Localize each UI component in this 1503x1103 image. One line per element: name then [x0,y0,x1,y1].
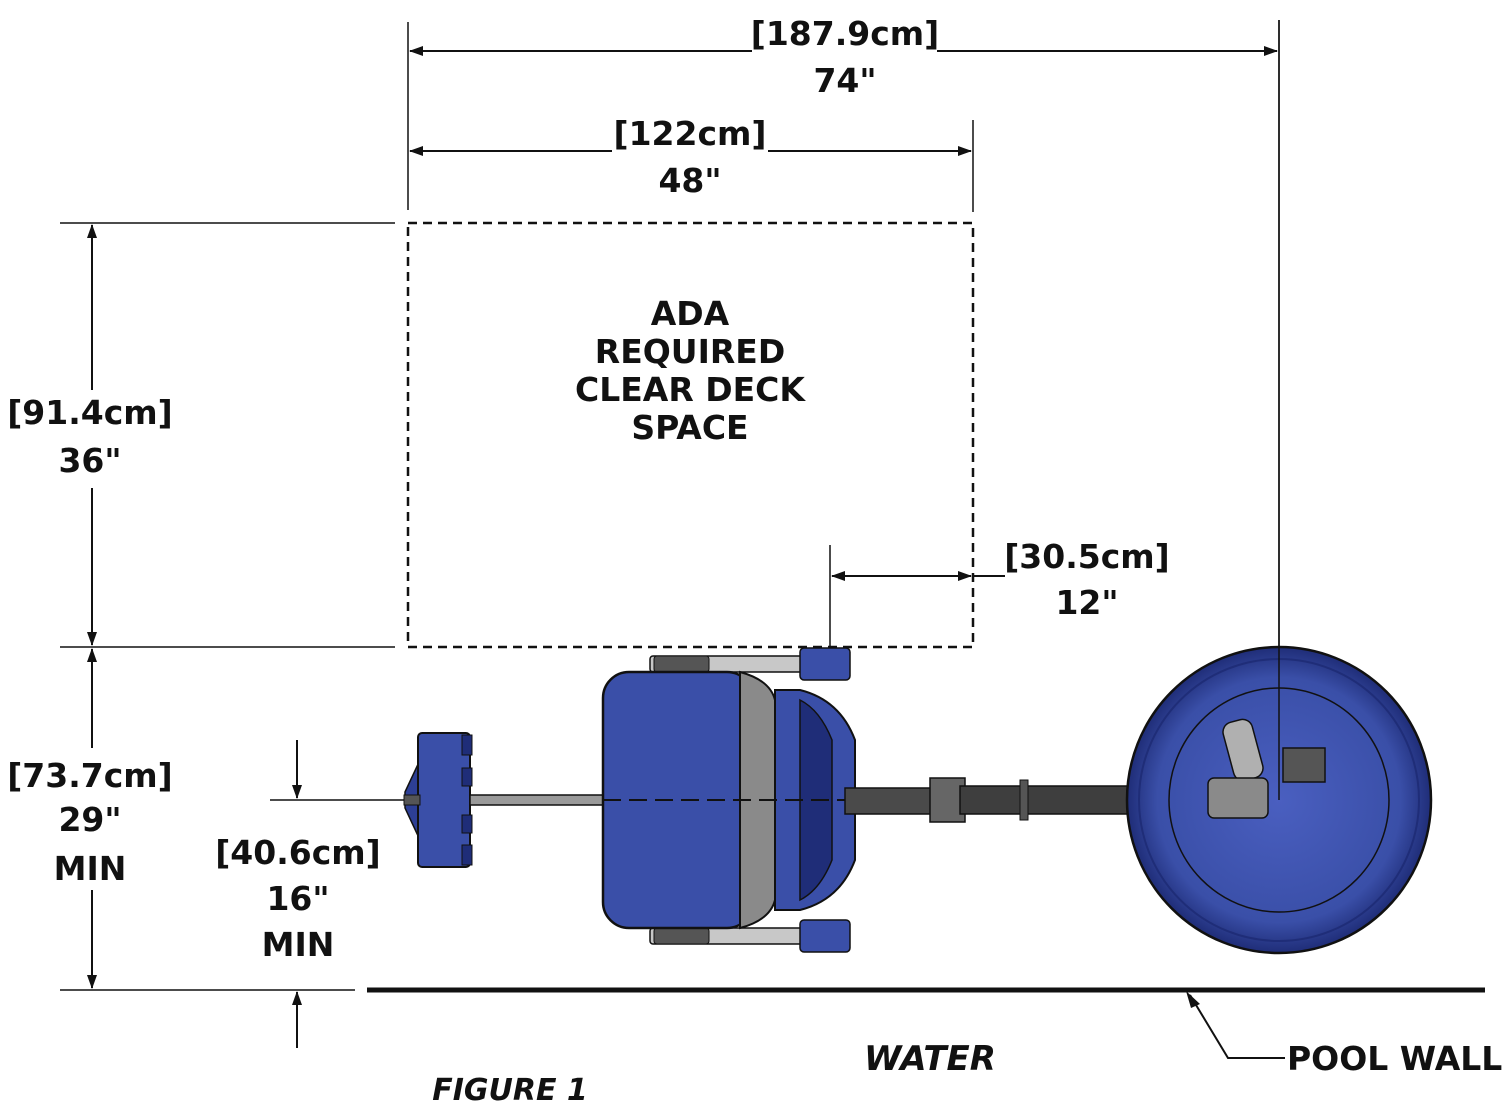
clear-deck-space-box: ADA REQUIRED CLEAR DECK SPACE [406,221,975,649]
armrests [649,647,851,953]
seat-offset-imperial: 12" [1055,583,1118,622]
centerline-min-metric: [40.6cm] [215,833,381,872]
centerline-min-dimension: [40.6cm] 16" MIN [215,740,381,1048]
lift-base [1125,20,1433,955]
clear-space-depth-metric: [91.4cm] [7,393,173,432]
clear-space-width-dimension: [122cm] 48" [409,114,972,200]
clear-space-line-2: REQUIRED [595,332,785,371]
pool-wall: POOL WALL [367,987,1502,1078]
pool-lift-top-view [403,20,1433,955]
clear-space-width-imperial: 48" [658,161,721,200]
centerline-min-imperial: 16" [266,879,329,918]
seat-offset-metric: [30.5cm] [1004,537,1170,576]
seat-offset-dimension: [30.5cm] 12" [831,537,1170,622]
clear-space-line-3: CLEAR DECK [575,370,806,409]
footrest-bar [469,794,606,806]
clear-space-depth-imperial: 36" [58,441,121,480]
seat [601,670,856,930]
clear-space-width-metric: [122cm] [614,114,767,153]
pool-wall-label: POOL WALL [1287,1039,1502,1078]
deck-min-dimension: [73.7cm] 29" MIN [7,648,173,989]
overall-width-metric: [187.9cm] [751,14,940,53]
deck-min-imperial: 29" [58,800,121,839]
clear-space-line-1: ADA [651,294,730,333]
figure-label: FIGURE 1 [432,1073,588,1103]
overall-width-imperial: 74" [813,61,876,100]
centerline-min-note: MIN [262,925,335,964]
deck-min-metric: [73.7cm] [7,756,173,795]
clear-space-depth-dimension: [91.4cm] 36" [7,224,173,646]
water-label: WATER [864,1039,996,1079]
deck-min-note: MIN [54,849,127,888]
overall-width-dimension: [187.9cm] 74" [409,14,1278,100]
footrest [403,732,473,868]
clear-space-line-4: SPACE [631,408,748,447]
